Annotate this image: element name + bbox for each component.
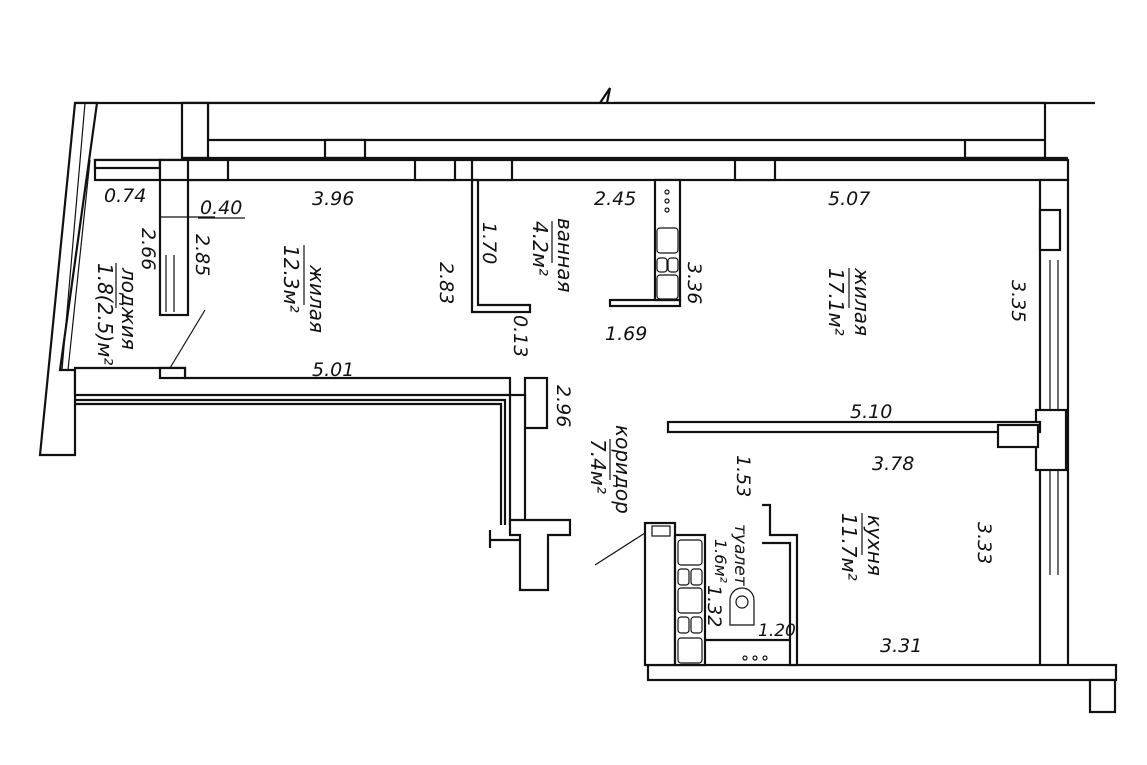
room-area: 11.7м² xyxy=(837,513,861,581)
dimensions: 0.74 0.40 3.96 2.45 1.69 5.07 5.01 5.10 … xyxy=(104,185,1029,657)
dimension-label: 2.83 xyxy=(435,262,457,304)
room-name: туалет xyxy=(730,524,750,587)
room-area: 1.6м² xyxy=(711,539,730,584)
dimension-label: 0.13 xyxy=(509,315,531,357)
room-area: 12.3м² xyxy=(279,245,303,313)
dimension-label: 3.36 xyxy=(683,262,705,304)
dimension-label: 0.40 xyxy=(200,197,242,219)
dimension-label: 5.07 xyxy=(828,188,870,210)
dimension-label: 2.66 xyxy=(137,228,159,270)
dimension-label: 5.01 xyxy=(312,359,354,381)
room-name: ванная xyxy=(553,218,577,292)
room-name: коридор xyxy=(611,425,635,514)
dimension-label: 0.74 xyxy=(104,185,146,207)
room-label-loggia: лоджия 1.8(2.5)м² xyxy=(93,263,141,365)
room-label-kitchen: кухня 11.7м² xyxy=(837,513,887,581)
dimension-label: 2.45 xyxy=(594,188,636,210)
room-area: 17.1м² xyxy=(824,268,848,336)
walls xyxy=(38,87,1118,714)
room-name: жилая xyxy=(305,264,329,333)
dimension-label: 1.69 xyxy=(605,323,647,345)
dimension-label: 3.96 xyxy=(312,188,354,210)
room-label-living-1: жилая 12.3м² xyxy=(279,245,329,333)
dimension-label: 3.33 xyxy=(973,522,995,564)
room-name: кухня xyxy=(863,515,887,576)
dimension-label: 2.85 xyxy=(191,234,213,276)
room-area: 4.2м² xyxy=(528,221,552,276)
dimension-label: 3.35 xyxy=(1007,280,1029,322)
room-area: 7.4м² xyxy=(586,439,610,494)
room-name: жилая xyxy=(850,267,874,336)
room-label-living-2: жилая 17.1м² xyxy=(824,267,874,336)
dimension-label: 3.31 xyxy=(880,635,922,657)
dimension-label: 1.32 xyxy=(703,585,725,627)
room-label-bathroom: ванная 4.2м² xyxy=(528,218,577,292)
room-label-corridor: коридор 7.4м² xyxy=(586,425,635,514)
room-area: 1.8(2.5)м² xyxy=(93,263,117,365)
dimension-label: 3.78 xyxy=(872,453,914,475)
dimension-label: 1.53 xyxy=(732,455,754,497)
dimension-label: 5.10 xyxy=(850,401,892,423)
room-label-toilet: туалет 1.6м² xyxy=(711,524,750,587)
dimension-label: 1.20 xyxy=(758,621,796,641)
dimension-label: 2.96 xyxy=(552,385,574,427)
room-name: лоджия xyxy=(117,267,141,350)
dimension-label: 1.70 xyxy=(478,222,500,264)
